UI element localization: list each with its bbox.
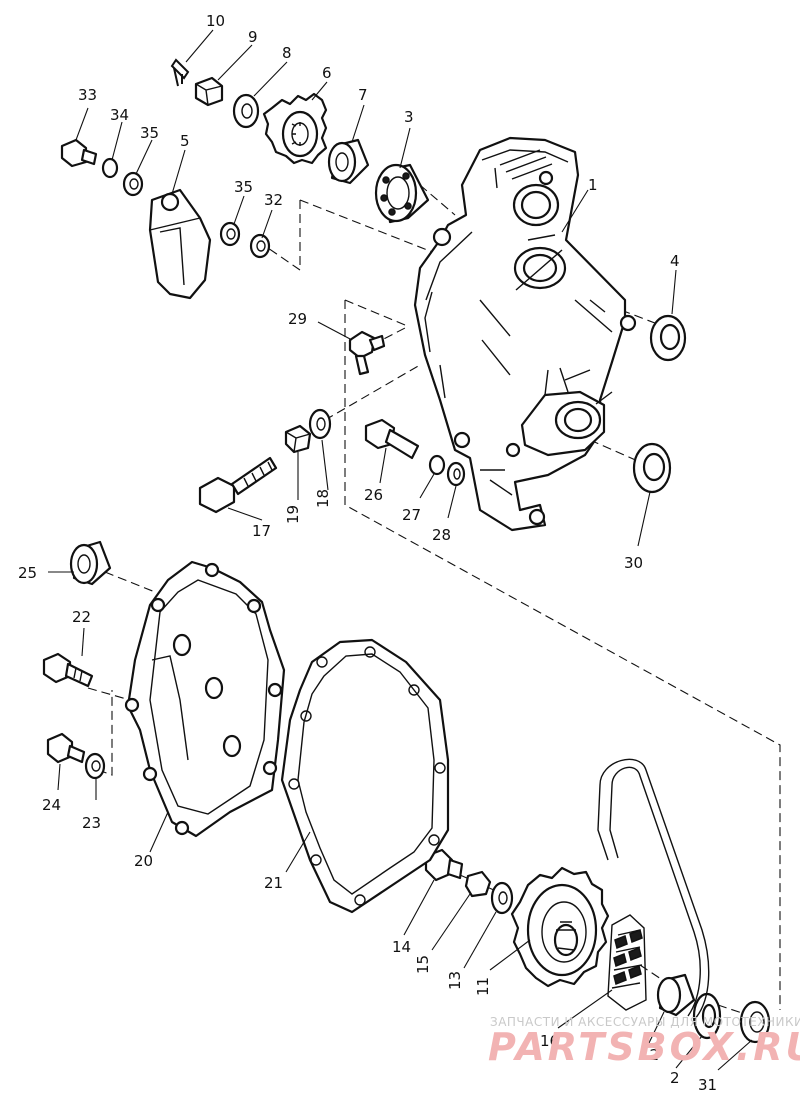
callout-27: 27 <box>402 506 421 524</box>
part-6-drive-sprocket <box>262 92 328 165</box>
callout-29: 29 <box>288 310 307 328</box>
callout-1: 1 <box>588 176 598 194</box>
callout-8: 8 <box>282 44 292 62</box>
part-24-bolt <box>46 732 86 764</box>
part-9-nut <box>194 76 224 107</box>
callout-9: 9 <box>248 28 258 46</box>
part-22-bolt <box>42 652 94 688</box>
part-33-bolt <box>60 138 98 168</box>
callout-33: 33 <box>78 86 97 104</box>
part-10-cotter-pin <box>170 58 190 87</box>
part-15-nut <box>464 870 492 898</box>
part-8-washer <box>232 93 260 129</box>
part-16-chain <box>597 758 710 1021</box>
part-34-lock-washer <box>101 157 119 179</box>
callout-26: 26 <box>364 486 383 504</box>
part-23-washer <box>84 752 106 780</box>
callout-35: 35 <box>140 124 159 142</box>
part-27-lock-washer <box>428 454 446 476</box>
callout-14: 14 <box>392 938 411 956</box>
callout-35-second: 35 <box>234 178 253 196</box>
callout-25: 25 <box>18 564 37 582</box>
callout-13: 13 <box>446 971 464 990</box>
part-7-collar <box>327 138 370 185</box>
part-35-washer <box>122 171 144 197</box>
callout-2: 2 <box>670 1069 680 1087</box>
part-32-washer <box>249 233 271 259</box>
part-17-long-bolt <box>198 456 278 514</box>
part-3-bearing <box>374 163 430 224</box>
part-2-washer <box>692 992 722 1040</box>
part-21-gasket <box>280 638 450 914</box>
callout-20: 20 <box>134 852 153 870</box>
callout-6: 6 <box>322 64 332 82</box>
watermark-logo: PARTSBOX.RU <box>488 1025 800 1069</box>
part-30-oil-seal <box>632 442 672 494</box>
callout-11: 11 <box>474 977 492 996</box>
callout-18: 18 <box>314 489 332 508</box>
callout-5: 5 <box>180 132 190 150</box>
part-20-chain-cover <box>124 560 286 838</box>
callout-7: 7 <box>358 86 368 104</box>
callout-15: 15 <box>414 955 432 974</box>
part-4-oil-seal <box>649 314 687 362</box>
callout-19: 19 <box>284 505 302 524</box>
callout-16: 16 <box>540 1032 559 1050</box>
part-12-collar <box>656 973 696 1017</box>
callout-4: 4 <box>670 252 680 270</box>
callout-34: 34 <box>110 106 129 124</box>
callout-3: 3 <box>404 108 414 126</box>
part-19-nut <box>284 424 312 454</box>
part-18-washer <box>308 408 332 440</box>
part-11-driven-sprocket <box>510 866 610 988</box>
callout-32: 32 <box>264 191 283 209</box>
part-31-bearing <box>739 1000 771 1044</box>
part-5-chain-tensioner <box>148 188 212 300</box>
part-13-washer <box>490 881 514 915</box>
callout-12: 12 <box>640 1046 659 1064</box>
callout-28: 28 <box>432 526 451 544</box>
callout-labels: 1 2 3 4 5 6 7 8 9 10 11 12 13 14 15 16 1… <box>18 12 717 1094</box>
watermark: ЗАПЧАСТИ И АКСЕССУАРЫ ДЛЯ МОТОТЕХНИКИ PA… <box>488 1015 800 1069</box>
watermark-tagline: ЗАПЧАСТИ И АКСЕССУАРЫ ДЛЯ МОТОТЕХНИКИ <box>490 1015 800 1029</box>
part-1-main-case <box>413 136 637 532</box>
part-25-collar <box>69 540 112 586</box>
part-29-grease-nipple <box>348 330 386 376</box>
leader-lines <box>48 29 753 1071</box>
callout-23: 23 <box>82 814 101 832</box>
part-26-bolt <box>364 418 420 460</box>
callout-22: 22 <box>72 608 91 626</box>
callout-24: 24 <box>42 796 61 814</box>
callout-17: 17 <box>252 522 271 540</box>
callout-30: 30 <box>624 554 643 572</box>
callout-31: 31 <box>698 1076 717 1094</box>
callout-10: 10 <box>206 12 225 30</box>
part-35-washer-second <box>219 221 241 247</box>
callout-21: 21 <box>264 874 283 892</box>
part-28-washer <box>446 461 466 487</box>
